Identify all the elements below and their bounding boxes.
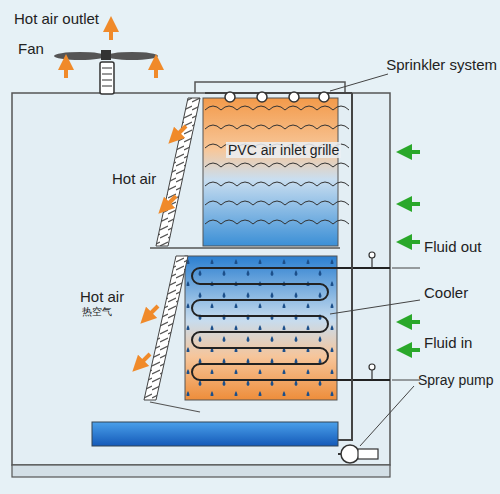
hot-air-chinese-label: 热空气 xyxy=(82,306,112,318)
cooler-coil-box xyxy=(185,256,337,400)
base xyxy=(12,465,390,477)
hot-air-label: Hot air xyxy=(112,170,156,187)
roof-rim xyxy=(195,82,345,93)
sprinkler-header xyxy=(205,92,352,102)
grille-label: PVC air inlet grille xyxy=(226,142,341,158)
water-drops xyxy=(185,256,337,400)
outlet-label: Hot air outlet xyxy=(14,10,99,27)
spray-pump-label: Spray pump xyxy=(418,372,493,388)
hot-air-label: Hot air xyxy=(80,288,124,305)
coil-tube xyxy=(192,268,390,380)
upper-grille xyxy=(156,98,200,246)
tower-housing xyxy=(12,93,390,465)
spray-pump xyxy=(338,445,378,463)
outlet-arrows xyxy=(66,24,156,78)
fluid-out-label: Fluid out xyxy=(424,238,482,255)
cooler-label: Cooler xyxy=(424,284,468,301)
lower-grille xyxy=(144,256,188,400)
fan xyxy=(54,50,158,94)
water-basin xyxy=(92,422,338,446)
sprinkler-label: Sprinkler system xyxy=(386,56,497,73)
leader-lines xyxy=(330,74,420,446)
gauges xyxy=(369,252,375,380)
fill-waves xyxy=(205,106,349,224)
hot-air-arrows xyxy=(138,126,186,366)
fluid-in-label: Fluid in xyxy=(424,334,472,351)
fan-label: Fan xyxy=(18,40,44,57)
inlet-arrows xyxy=(404,152,420,350)
